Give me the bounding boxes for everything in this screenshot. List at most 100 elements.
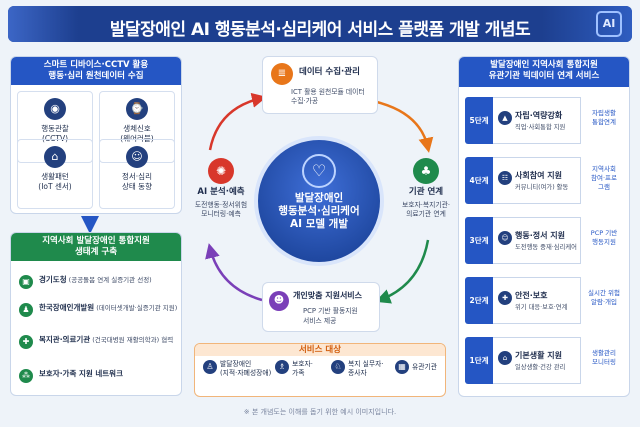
arrow-bottom-left — [205, 243, 263, 302]
data-collection-title-2: 행동·심리 원천데이터 수집 — [48, 71, 144, 81]
node-title: 기관 연계 — [408, 187, 444, 197]
shield-icon: ✚ — [498, 291, 512, 305]
node-desc: 도전행동·정서위험 — [194, 201, 248, 209]
node-desc: 서비스 제공 — [303, 317, 337, 325]
person-icon: ♙ — [203, 360, 217, 374]
cctv-icon: ◉ — [44, 98, 66, 120]
center-hub: ♡ 발달장애인 행동분석·심리케어 AI 모델 개발 — [254, 136, 384, 266]
partner-name: 한국장애인개발원 — [39, 303, 95, 312]
network-icon: ⁂ — [19, 369, 33, 383]
target-item: ♗ 보호자· 가족 — [275, 360, 313, 378]
stage-level: 2단계 — [465, 277, 493, 324]
source-emotion: ☺ 정서·심리 상태 동향 — [99, 139, 175, 209]
target-sublabel: 가족 — [292, 369, 305, 377]
node-desc: PCP 기반 활동지원 — [303, 307, 358, 315]
service-target-title: 서비스 대상 — [195, 344, 445, 356]
building-icon: ▦ — [395, 360, 409, 374]
source-sublabel: 상태 동향 — [122, 182, 152, 191]
partner-desc: (데이터셋개발·실증기관 지원) — [94, 304, 178, 312]
ecosystem-header: 지역사회 발달장애인 통합지원 생태계 구축 — [11, 233, 181, 261]
node-personal-support: ☻ 개인맞춤 지원서비스 PCP 기반 활동지원 서비스 제공 — [262, 282, 380, 332]
source-sublabel: (CCTV) — [41, 134, 69, 143]
stage-side: 통합연계 — [592, 118, 616, 126]
partner-desc: (공공돌봄 연계 실증기관 선정) — [66, 276, 152, 284]
head-icon: ☺ — [126, 146, 148, 168]
ai-chip-icon: AI — [596, 11, 622, 37]
node-title: 개인맞춤 지원서비스 — [293, 291, 363, 300]
source-label: 행동관찰 — [41, 124, 69, 133]
stage-side: 실시간 위험 — [588, 289, 620, 297]
node-ai-analysis: ✺ AI 분석·예측 도전행동·정서위험 모니터링·예측 — [186, 158, 256, 219]
stage-desc: 직업·사회통합 지원 — [515, 124, 566, 131]
building-icon: ▣ — [19, 275, 33, 289]
source-iot: ⌂ 생활패턴 (IoT 센서) — [17, 139, 93, 209]
community-integration-panel: 발달장애인 지역사회 통합지원 유관기관 빅데이터 연계 서비스 5단계 ▲ 자… — [458, 56, 630, 397]
service-target-panel: 서비스 대상 ♙ 발달장애인 (지적·자폐성장애) ♗ 보호자· 가족 ♘ 복지… — [194, 343, 446, 397]
brain-icon: ✺ — [208, 158, 234, 184]
partner-item: ⁂ 보호자·가족 지원 네트워크 — [19, 369, 179, 383]
stage-title: 안전·보호 — [515, 291, 548, 300]
partner-item: ♟ 한국장애인개발원 (데이터셋개발·실증기관 지원) — [19, 303, 179, 317]
person-icon: ☻ — [269, 291, 289, 311]
home-icon: ⌂ — [498, 351, 512, 365]
people-icon: ♟ — [19, 303, 33, 317]
node-title: AI 분석·예측 — [197, 187, 245, 197]
partner-name: 경기도청 — [39, 275, 67, 284]
arrow-right-bottom — [375, 239, 430, 304]
stage-side: 그램 — [598, 183, 610, 191]
partner-item: ▣ 경기도청 (공공돌봄 연계 실증기관 선정) — [19, 275, 179, 289]
ai-head-icon: ♡ — [302, 154, 336, 188]
stage-title: 기본생활 지원 — [515, 351, 562, 360]
stage-level: 3단계 — [465, 217, 493, 264]
target-label: 보호자· — [292, 360, 313, 368]
group-icon: ♣ — [413, 158, 439, 184]
partner-desc: (건국대병원 재활의학과) 협력 — [90, 336, 174, 344]
community-integration-header: 발달장애인 지역사회 통합지원 유관기관 빅데이터 연계 서비스 — [459, 57, 629, 87]
database-icon: ≣ — [271, 63, 293, 85]
target-item: ♙ 발달장애인 (지적·자폐성장애) — [203, 360, 271, 378]
stage-side: PCP 기반 — [590, 229, 618, 237]
stage-side: 생활관리 — [592, 349, 616, 357]
node-desc: 의료기관 연계 — [406, 210, 446, 218]
stage-side: 지역사회 — [592, 165, 616, 173]
stage-title: 행동·정서 지원 — [515, 231, 565, 240]
community-title-2: 유관기관 빅데이터 연계 서비스 — [488, 71, 600, 81]
target-label: 발달장애인 — [220, 360, 252, 368]
ecosystem-title-1: 지역사회 발달장애인 통합지원 — [42, 236, 150, 246]
data-collection-header: 스마트 디바이스·CCTV 활용 행동·심리 원천데이터 수집 — [11, 57, 181, 85]
page-title: 발달장애인 AI 행동분석·심리케어 서비스 플랫폼 개발 개념도 — [109, 20, 531, 40]
header-banner: 발달장애인 AI 행동분석·심리케어 서비스 플랫폼 개발 개념도 AI — [8, 6, 632, 42]
partner-name: 복지관·의료기관 — [39, 335, 91, 344]
hub-line-3: AI 모델 개발 — [290, 218, 348, 230]
sensor-icon: ⌂ — [44, 146, 66, 168]
source-sublabel: (IoT 센서) — [38, 182, 72, 191]
target-item: ▦ 유관기관 — [395, 360, 438, 374]
growth-icon: ▲ — [498, 111, 512, 125]
community-icon: ☷ — [498, 171, 512, 185]
stage-title: 사회참여 지원 — [515, 171, 562, 180]
stage-side: 행동지원 — [592, 238, 616, 246]
source-label: 생체신호 — [123, 124, 151, 133]
node-desc: ICT 활용 원천모듈 데이터 — [291, 88, 365, 96]
stage-desc: 일상생활·건강 관리 — [515, 364, 566, 371]
stage-level: 1단계 — [465, 337, 493, 384]
target-sublabel: (지적·자폐성장애) — [220, 369, 272, 377]
target-label: 유관기관 — [412, 363, 438, 371]
stage-desc: 도전행동 중재·심리케어 — [515, 244, 577, 251]
target-label: 복지 실무자· — [348, 360, 384, 368]
target-item: ♘ 복지 실무자· 종사자 — [331, 360, 384, 378]
ecosystem-title-2: 생태계 구축 — [74, 247, 118, 257]
stage-side: 자립생활 — [592, 109, 616, 117]
partner-item: ✚ 복지관·의료기관 (건국대병원 재활의학과) 협력 — [19, 335, 179, 349]
stage-side: 알람·개입 — [591, 298, 617, 306]
emotion-icon: ☺ — [498, 231, 512, 245]
hub-line-1: 발달장애인 — [294, 192, 344, 204]
node-desc: 보호자·복지기관· — [401, 201, 451, 209]
data-collection-title-1: 스마트 디바이스·CCTV 활용 — [43, 60, 149, 70]
source-label: 정서·심리 — [122, 172, 152, 181]
stage-side: 모니터링 — [592, 358, 616, 366]
